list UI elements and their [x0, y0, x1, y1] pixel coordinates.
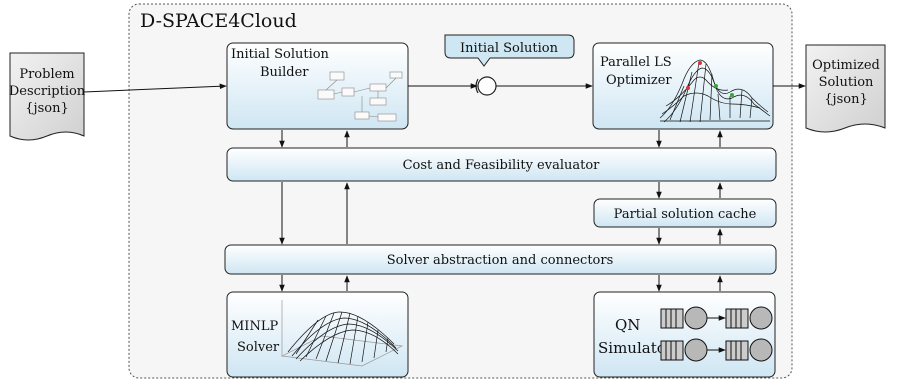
input-doc-line3: {json} — [25, 101, 68, 116]
connector-arrows — [83, 83, 806, 292]
parallel-ls-optimizer-box: Parallel LS Optimizer — [592, 42, 774, 130]
minlp-solver-box: MINLP Solver — [226, 291, 409, 378]
minlp-line2: Solver — [237, 340, 280, 355]
minlp-line1: MINLP — [231, 319, 278, 334]
arrow-input-to-builder — [83, 83, 227, 93]
optimized-solution-document: Optimized Solution {json} — [805, 44, 886, 133]
input-doc-line1: Problem — [19, 67, 74, 82]
flowchart-thumbnail-icon — [317, 71, 403, 122]
qn-simulator-box: QN Simulator — [593, 291, 776, 378]
container-title: D-SPACE4Cloud — [140, 10, 297, 32]
problem-description-document: Problem Description {json} — [9, 52, 86, 141]
output-doc-line1: Optimized — [812, 58, 880, 73]
callout-label: Initial Solution — [460, 41, 559, 56]
initial-solution-builder-box: Initial Solution Builder — [226, 42, 409, 130]
bell-surface-plot-icon — [280, 300, 404, 367]
partial-solution-cache-box: Partial solution cache — [593, 198, 777, 228]
optimizer-line2: Optimizer — [606, 73, 672, 88]
initial-solution-callout: Initial Solution — [444, 34, 575, 67]
builder-line1: Initial Solution — [231, 47, 330, 62]
output-doc-line3: {json} — [824, 92, 867, 107]
output-doc-line2: Solution — [819, 75, 874, 90]
surface-plot-icon — [659, 59, 771, 123]
optimizer-line1: Parallel LS — [600, 55, 672, 70]
cache-label: Partial solution cache — [614, 207, 757, 222]
qn-line1: QN — [615, 316, 640, 334]
evaluator-label: Cost and Feasibility evaluator — [403, 158, 601, 173]
solver-layer-label: Solver abstraction and connectors — [387, 253, 614, 268]
cost-feasibility-evaluator-box: Cost and Feasibility evaluator — [226, 147, 777, 182]
builder-line2: Builder — [260, 65, 309, 80]
qn-line2: Simulator — [598, 339, 674, 357]
solver-abstraction-box: Solver abstraction and connectors — [224, 244, 777, 275]
input-doc-line2: Description — [9, 84, 86, 99]
queueing-network-icon — [660, 306, 773, 362]
